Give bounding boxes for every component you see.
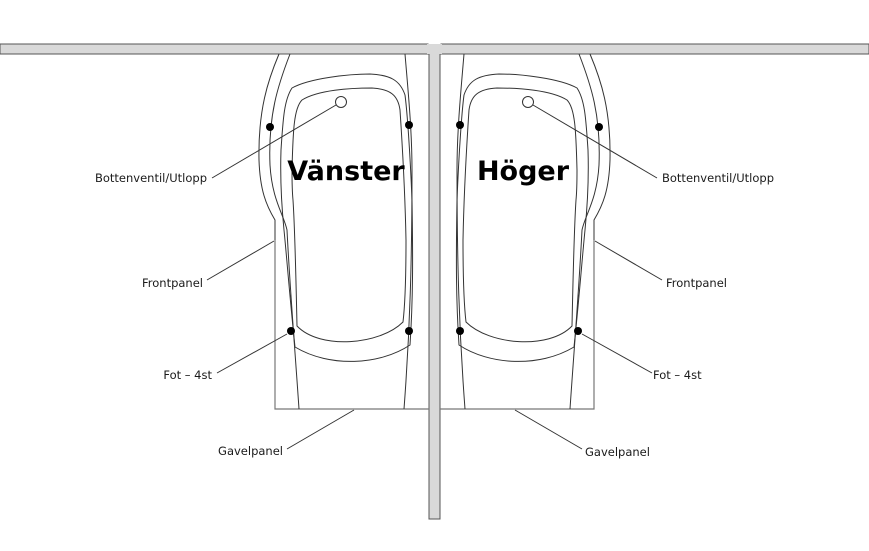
left-frontpanel-label: Frontpanel [142, 276, 203, 290]
left-foot-dot [266, 123, 274, 131]
right-foot-dot [574, 327, 582, 335]
left-drain-label: Bottenventil/Utlopp [95, 171, 207, 185]
right-foot-dot [456, 327, 464, 335]
right-drain-label: Bottenventil/Utlopp [662, 171, 774, 185]
right-tub-rim-left [456, 53, 466, 410]
top-wall-right [440, 43, 869, 55]
left-drain-icon [335, 96, 347, 108]
center-wall [428, 54, 441, 520]
right-frontpanel-label: Frontpanel [666, 276, 727, 290]
top-wall-left [0, 43, 429, 55]
left-endpanel-label: Gavelpanel [218, 444, 283, 458]
right-endpanel-leader [514, 409, 583, 450]
left-tub: Vänster Bottenventil/Utlopp Frontpanel F… [95, 53, 429, 458]
right-frontpanel-leader [594, 240, 663, 281]
right-foot-label: Fot – 4st [653, 368, 702, 382]
right-drain-icon [522, 96, 534, 108]
right-tub [440, 53, 663, 450]
left-foot-label: Fot – 4st [163, 368, 212, 382]
right-foot-leader [581, 333, 653, 374]
left-tub-basin-outer [280, 73, 414, 362]
left-foot-dot [287, 327, 295, 335]
right-tub-title: Höger [477, 156, 570, 187]
left-foot-leader [216, 333, 288, 374]
left-tub-title: Vänster [287, 156, 405, 187]
right-endpanel-label: Gavelpanel [585, 445, 650, 459]
right-foot-dot [456, 121, 464, 129]
left-foot-dot [405, 327, 413, 335]
right-drain-leader [532, 104, 658, 179]
right-tub-outer-rim [589, 53, 611, 240]
left-drain-leader [211, 104, 337, 179]
left-tub-rim-right [403, 53, 413, 410]
left-endpanel-leader [286, 409, 355, 450]
right-foot-dot [595, 123, 603, 131]
left-frontpanel-leader [206, 240, 275, 281]
left-tub-outer-rim [258, 53, 280, 240]
left-tub-panels [274, 240, 429, 410]
left-foot-dot [405, 121, 413, 129]
right-tub-basin-inner [462, 87, 578, 343]
right-tub-text: Höger Bottenventil/Utlopp Frontpanel Fot… [477, 156, 774, 459]
left-tub-basin-inner [291, 87, 407, 343]
walls [0, 43, 869, 520]
wall-junction [427, 44, 442, 54]
right-tub-basin-outer [455, 73, 589, 362]
right-tub-panels [440, 240, 595, 410]
